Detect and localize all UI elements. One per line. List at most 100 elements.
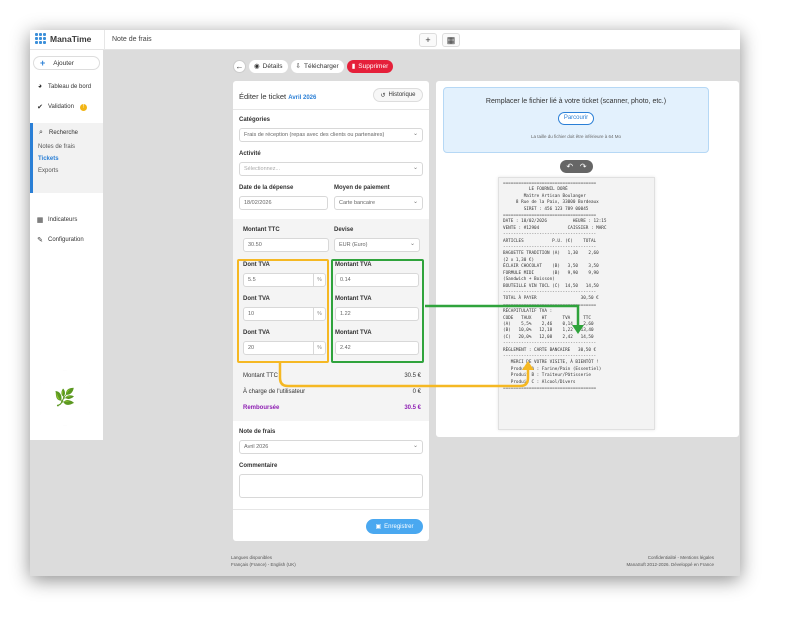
page-title: Note de frais [112,36,152,43]
sidebar-item-label: Tableau de bord [48,83,92,90]
back-arrow-icon[interactable]: ← [233,59,246,73]
receipt-line: LE FOURNIL DORÉ [503,187,568,193]
comment-label: Commentaire [239,463,278,469]
legal-links[interactable]: Confidentialité - Mentions légales [647,555,714,560]
sidebar-group-search: ⌕ Recherche Notes de frais Tickets Expor… [30,123,103,193]
receipt-line: (B) 10,0% 12,18 1,22 13,40 [503,328,594,334]
vat-amount-field[interactable]: 2.42 [335,341,419,355]
vat-rate-value: 5.5 [248,277,256,283]
vat-amount-field[interactable]: 0.14 [335,273,419,287]
form-month: Avril 2026 [288,95,317,101]
percent-suffix: % [313,274,325,286]
currency-select[interactable]: EUR (Euro) [334,238,420,252]
app-logo[interactable]: ManaTime [35,33,91,44]
receipt-line: ------------------------------------ [503,232,597,238]
amounts-section: Montant TTC 30.50 Devise EUR (Euro) Dont… [233,219,429,369]
check-icon: ✔ [37,104,43,111]
vat-amount-label: Montant TVA [335,262,372,268]
status-badge: ! [79,103,87,111]
footer-languages: Langues disponibles Français (France) - … [231,554,296,568]
receipt-line: ARTICLES P.U. (€) TOTAL [503,238,597,244]
browse-button[interactable]: Parcourir [558,112,594,125]
receipt-line: SIRET : 456 123 789 00045 [503,206,589,212]
add-button[interactable]: + Ajouter [33,56,100,70]
date-field[interactable]: 18/02/2026 [239,196,328,210]
vat-amount-value: 2.42 [340,345,351,351]
payment-select[interactable]: Carte bancaire [334,196,423,210]
payment-label: Moyen de paiement [334,185,390,191]
sidebar-subitem-tickets[interactable]: Tickets [38,156,59,162]
receipt-line: FORMULE MIDI (B) 9,90 9,90 [503,270,599,276]
receipt-line: BAGUETTE TRADITION (A) 1,30 2,60 [503,251,599,257]
receipt-text: ==================================== LE … [503,181,653,392]
vat-rate-label: Dont TVA [243,296,270,302]
vat-rate-field[interactable]: 5.5 % [243,273,326,287]
categories-select[interactable]: Frais de réception (repas avec des clien… [239,128,423,142]
receipt-line: ÉCLAIR CHOCOLAT (B) 3,50 3,50 [503,264,599,270]
vat-rate-field[interactable]: 20 % [243,341,326,355]
history-button[interactable]: ↺ Historique [373,88,423,102]
receipt-line: (C) 20,0% 12,08 2,42 14,50 [503,334,594,340]
vat-amount-field[interactable]: 1.22 [335,307,419,321]
vat-rate-label: Dont TVA [243,330,270,336]
copyright: ManaSoft 2012-2026. Développé en France [626,562,714,567]
calendar-icon[interactable]: ▦ [442,33,460,47]
header-divider [104,30,105,50]
receipt-line: (Sandwich + Boisson) [503,277,555,283]
download-icon: ⇩ [295,63,301,70]
vat-rate-value: 10 [248,311,255,317]
details-button[interactable]: ◉ Détails [249,59,288,73]
currency-value: EUR (Euro) [339,242,368,248]
delete-button[interactable]: ▮ Supprimer [346,59,394,73]
top-bar: ManaTime Note de frais + ▦ [30,30,740,50]
receipt-line: (2 x 1,30 €) [503,257,535,263]
plus-icon: + [40,58,46,68]
percent-suffix: % [313,342,325,354]
save-label: Enregistrer [384,523,414,530]
divider [233,109,429,110]
total-ttc-row: Montant TTC 30.5 € [243,373,421,379]
comment-textarea[interactable] [239,474,423,498]
save-icon: ▣ [375,524,382,530]
sidebar-item-dashboard[interactable]: ◕ Tableau de bord [36,83,91,90]
sidebar-item-label: Recherche [49,130,79,136]
sidebar-item-indicators[interactable]: ▦ Indicateurs [36,216,78,224]
languages-list[interactable]: Français (France) - English (UK) [231,562,296,567]
download-label: Télécharger [304,62,339,70]
footer: Langues disponibles Français (France) - … [30,550,740,576]
vat-rate-label: Dont TVA [243,262,270,268]
payment-value: Carte bancaire [339,200,376,206]
sidebar-item-configuration[interactable]: ✎ Configuration [36,236,84,244]
sidebar-subitem-notes[interactable]: Notes de frais [38,144,76,150]
plus-icon[interactable]: + [419,33,437,47]
note-select[interactable]: Avril 2026 [239,440,423,454]
sidebar-item-search[interactable]: ⌕ Recherche [37,129,78,137]
sidebar-item-label: Validation [48,104,74,110]
rotate-left-icon[interactable]: ↶ [566,162,574,171]
receipt-line: TOTAL À PAYER 30,50 € [503,296,599,302]
activity-select[interactable]: Sélectionnez... [239,162,423,176]
receipt-line: RÈGLEMENT : CARTE BANCAIRE 30,50 € [503,347,597,353]
vat-amount-value: 0.14 [340,277,351,283]
date-value: 18/02/2026 [244,200,272,206]
rotate-right-icon[interactable]: ↷ [579,162,587,171]
save-button[interactable]: ▣ Enregistrer [366,519,423,534]
receipt-image: ==================================== LE … [498,177,655,430]
activity-label: Activité [239,151,261,157]
search-icon: ⌕ [39,129,43,136]
rotate-controls: ↶ ↷ [560,160,593,173]
categories-label: Catégories [239,117,271,123]
total-ttc-value: 30.5 € [404,373,421,379]
chart-icon: ▦ [36,217,44,224]
vat-rate-field[interactable]: 10 % [243,307,326,321]
upload-dropzone[interactable]: Remplacer le fichier lié à votre ticket … [443,87,709,153]
sidebar-subitem-exports[interactable]: Exports [38,168,59,174]
download-button[interactable]: ⇩ Télécharger [290,59,344,73]
app-grid-icon [35,33,46,44]
ttc-field[interactable]: 30.50 [243,238,329,252]
receipt-line: VENTE : #12904 CAISSIER : MARC [503,225,607,231]
plant-illustration-icon: 🌿 [54,388,76,407]
sidebar-item-validation[interactable]: ✔ Validation ! [36,103,87,111]
receipt-line: ------------------------------------ [503,289,597,295]
note-label: Note de frais [239,429,276,435]
